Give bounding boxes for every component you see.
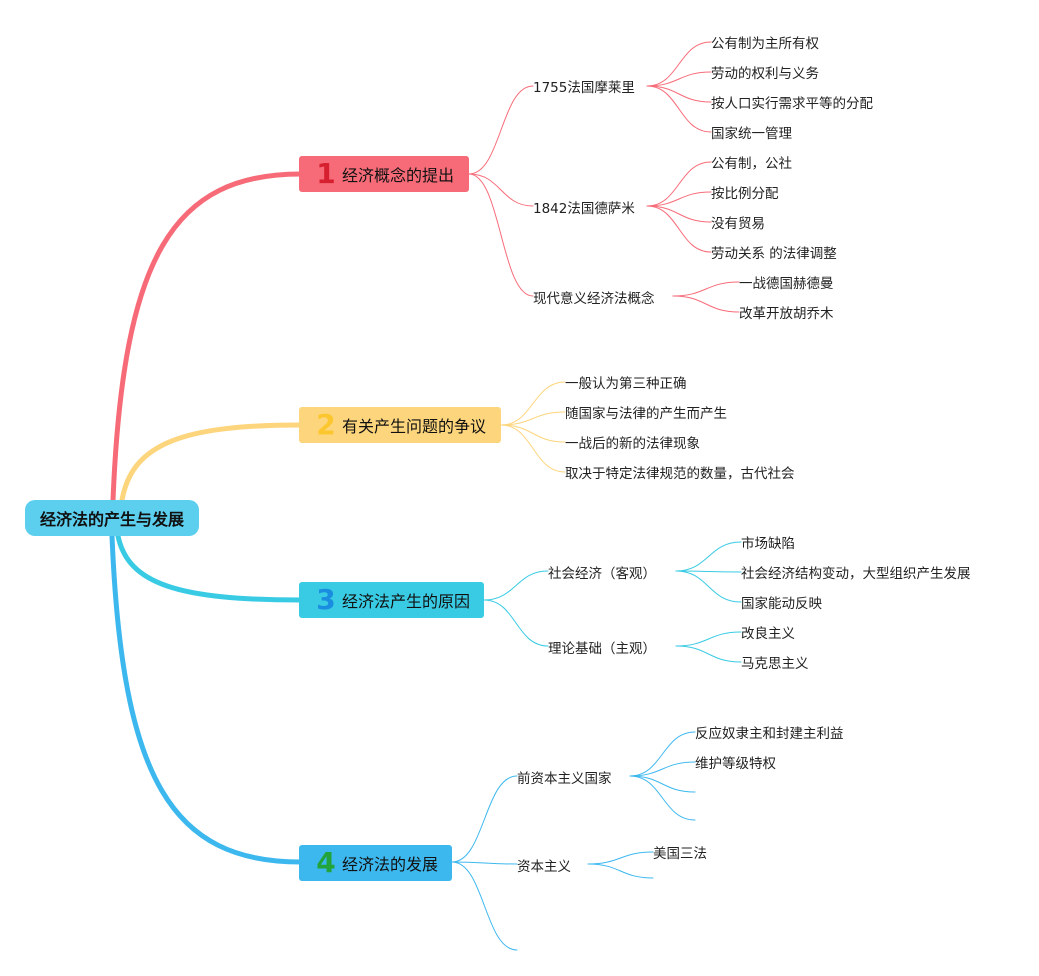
connector-1-1-leaf-1 (646, 41, 712, 87)
branch-label-3: 经济法产生的原因 (342, 592, 471, 611)
connector-root-branch-3 (115, 533, 304, 603)
leaf-2-1[interactable]: 一般认为第三种正确 (565, 376, 687, 392)
connector-1-sub-2 (468, 173, 534, 207)
connector-3-2-leaf-1 (675, 631, 742, 647)
root-topic[interactable]: 经济法的产生与发展 (25, 500, 199, 536)
leaf-2-3[interactable]: 一战后的新的法律现象 (565, 436, 700, 452)
connector-4-sub-3 (451, 861, 518, 951)
subtopic-3-2[interactable]: 理论基础（主观） (548, 641, 656, 657)
connector-1-2-leaf-4 (646, 205, 712, 253)
connector-1-1-leaf-3 (646, 85, 712, 103)
branch-topic-4[interactable]: 4 经济法的发展 (299, 845, 452, 881)
branch-number-1: 1 (316, 157, 336, 190)
leaf-1-1-4[interactable]: 国家统一管理 (711, 126, 792, 142)
leaf-4-1-2[interactable]: 维护等级特权 (695, 756, 776, 772)
branch-topic-3[interactable]: 3 经济法产生的原因 (299, 582, 484, 618)
subtopic-3-1[interactable]: 社会经济（客观） (548, 566, 656, 582)
connector-2-leaf-3 (500, 424, 566, 443)
leaf-1-1-3[interactable]: 按人口实行需求平等的分配 (711, 96, 873, 112)
connector-4-sub-2 (451, 861, 518, 865)
branch-topic-1[interactable]: 1 经济概念的提出 (299, 156, 469, 192)
connector-4-sub-1 (451, 775, 518, 863)
leaf-3-2-1[interactable]: 改良主义 (741, 626, 795, 642)
connector-3-1-leaf-2 (675, 570, 742, 573)
leaf-4-1-1[interactable]: 反应奴隶主和封建主利益 (695, 726, 844, 742)
leaf-1-3-1[interactable]: 一战德国赫德曼 (739, 276, 834, 292)
connector-4-1-leaf-1 (629, 731, 696, 777)
connector-4-1-leaf-4 (629, 775, 696, 821)
leaf-3-1-1[interactable]: 市场缺陷 (741, 536, 795, 552)
connector-3-sub-1 (483, 570, 549, 601)
subtopic-4-1[interactable]: 前资本主义国家 (517, 771, 612, 787)
root-topic-label: 经济法的产生与发展 (39, 510, 184, 529)
leaf-1-2-1[interactable]: 公有制，公社 (711, 156, 792, 172)
leaf-1-2-4[interactable]: 劳动关系 的法律调整 (711, 246, 837, 262)
connector-1-2-leaf-1 (646, 161, 712, 207)
connector-4-1-leaf-3 (629, 775, 696, 793)
leaf-3-1-3[interactable]: 国家能动反映 (741, 596, 822, 612)
subtopic-1-3[interactable]: 现代意义经济法概念 (533, 291, 655, 307)
connector-root-branch-1 (110, 171, 304, 503)
connector-2-leaf-4 (500, 424, 566, 473)
connector-root-branch-2 (119, 422, 304, 503)
leaf-1-1-1[interactable]: 公有制为主所有权 (711, 36, 819, 52)
branch-number-4: 4 (316, 846, 336, 879)
connector-4-1-leaf-2 (629, 761, 696, 777)
connector-3-2-leaf-2 (675, 645, 742, 663)
connector-4-2-leaf-2 (587, 863, 654, 879)
connector-1-3-leaf-1 (672, 281, 740, 297)
leaf-1-1-2[interactable]: 劳动的权利与义务 (711, 66, 819, 82)
subtopic-1-1[interactable]: 1755法国摩莱里 (533, 80, 635, 96)
connector-3-sub-2 (483, 599, 549, 647)
leaf-1-3-2[interactable]: 改革开放胡乔木 (739, 306, 834, 322)
connector-3-1-leaf-3 (675, 570, 742, 603)
connector-1-2-leaf-2 (646, 191, 712, 207)
connector-4-2-leaf-1 (587, 851, 654, 865)
branch-number-3: 3 (316, 583, 336, 616)
subtopic-1-2[interactable]: 1842法国德萨米 (533, 201, 635, 217)
connector-1-sub-3 (468, 173, 534, 297)
leaf-4-2-1[interactable]: 美国三法 (653, 846, 707, 862)
branch-topic-2[interactable]: 2 有关产生问题的争议 (299, 407, 501, 443)
connector-2-leaf-1 (500, 381, 566, 426)
branch-label-1: 经济概念的提出 (342, 166, 455, 185)
connector-1-sub-1 (468, 85, 534, 175)
leaf-3-1-2[interactable]: 社会经济结构变动，大型组织产生发展 (741, 566, 971, 582)
connector-root-branch-4 (109, 533, 304, 865)
branch-number-2: 2 (316, 408, 336, 441)
connector-1-1-leaf-2 (646, 71, 712, 87)
leaf-1-2-2[interactable]: 按比例分配 (711, 186, 779, 202)
connector-2-leaf-2 (500, 411, 566, 426)
branch-label-2: 有关产生问题的争议 (342, 417, 487, 436)
subtopic-4-2[interactable]: 资本主义 (517, 859, 571, 875)
leaf-1-2-3[interactable]: 没有贸易 (711, 216, 765, 232)
connector-1-3-leaf-2 (672, 295, 740, 313)
connector-1-2-leaf-3 (646, 205, 712, 223)
branch-label-4: 经济法的发展 (342, 855, 439, 874)
connector-1-1-leaf-4 (646, 85, 712, 133)
leaf-2-2[interactable]: 随国家与法律的产生而产生 (565, 406, 727, 422)
leaf-2-4[interactable]: 取决于特定法律规范的数量，古代社会 (565, 466, 795, 482)
connector-3-1-leaf-1 (675, 541, 742, 572)
leaf-3-2-2[interactable]: 马克思主义 (741, 656, 809, 672)
